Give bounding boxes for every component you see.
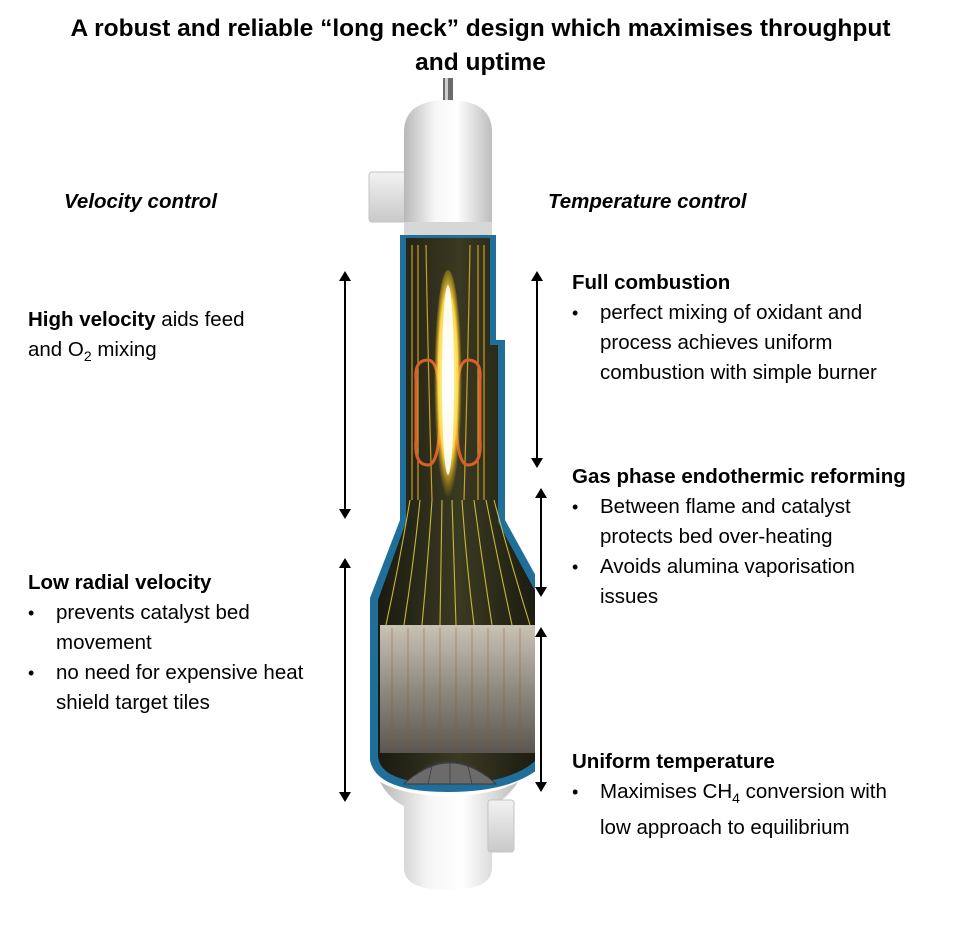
ch4-subscript: 4 — [732, 790, 740, 806]
list-item: no need for expensive heat shield target… — [28, 658, 318, 718]
low-radial-velocity-list: prevents catalyst bed movement no need f… — [28, 598, 318, 718]
low-radial-velocity-block: Low radial velocity prevents catalyst be… — [28, 568, 318, 718]
gas-phase-list: Between flame and catalyst protects bed … — [572, 492, 912, 612]
mixing-text-post: mixing — [92, 338, 157, 361]
uniform-temperature-list: Maximises CH4 conversion with low approa… — [572, 777, 912, 843]
high-velocity-text: aids feed — [156, 308, 245, 331]
reactor-vessel-illustration — [355, 70, 535, 900]
high-velocity-block: High velocity aids feed and O2 mixing — [28, 305, 308, 371]
list-item: Avoids alumina vaporisation issues — [572, 552, 912, 612]
temperature-control-heading: Temperature control — [548, 188, 747, 216]
full-combustion-block: Full combustion perfect mixing of oxidan… — [572, 268, 932, 388]
gas-phase-block: Gas phase endothermic reforming Between … — [572, 462, 912, 612]
list-item: Maximises CH4 conversion with low approa… — [572, 777, 912, 843]
list-item: Between flame and catalyst protects bed … — [572, 492, 912, 552]
list-item: prevents catalyst bed movement — [28, 598, 318, 658]
low-radial-velocity-heading: Low radial velocity — [28, 568, 318, 598]
velocity-control-heading: Velocity control — [64, 188, 217, 216]
full-combustion-heading: Full combustion — [572, 268, 932, 298]
full-combustion-list: perfect mixing of oxidant and process ac… — [572, 298, 932, 388]
ch4-text-pre: Maximises CH — [600, 780, 732, 803]
uniform-temperature-heading: Uniform temperature — [572, 747, 912, 777]
high-velocity-label: High velocity — [28, 308, 156, 331]
gas-phase-heading: Gas phase endothermic reforming — [572, 462, 912, 492]
o2-subscript: 2 — [84, 348, 92, 364]
mixing-text-pre: and O — [28, 338, 84, 361]
title-line-1: A robust and reliable “long neck” design… — [0, 12, 961, 46]
uniform-temperature-block: Uniform temperature Maximises CH4 conver… — [572, 747, 912, 843]
list-item: perfect mixing of oxidant and process ac… — [572, 298, 932, 388]
